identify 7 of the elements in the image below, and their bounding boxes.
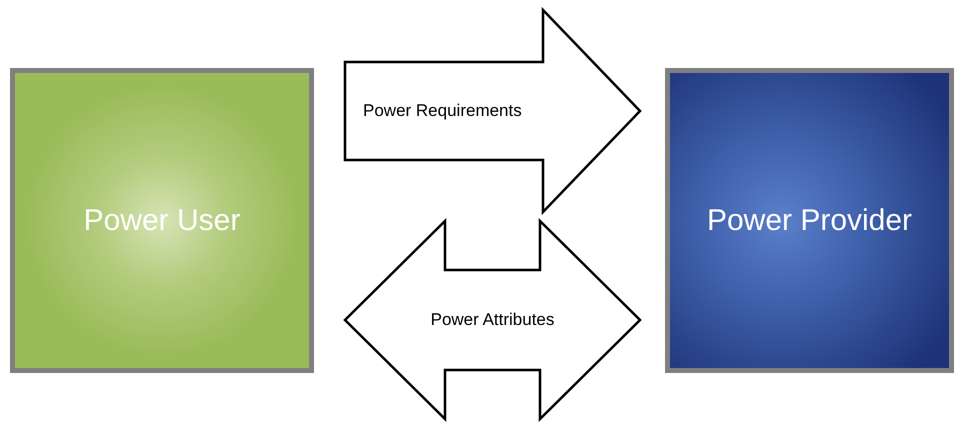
process-box: [10, 68, 314, 373]
node-label: Power Provider: [706, 204, 912, 238]
node-label: Power User: [84, 204, 240, 238]
edge-label: Power Requirements: [361, 101, 524, 121]
block-arrow: [343, 218, 642, 422]
process-box: [665, 68, 954, 373]
block-arrow: [344, 6, 642, 216]
